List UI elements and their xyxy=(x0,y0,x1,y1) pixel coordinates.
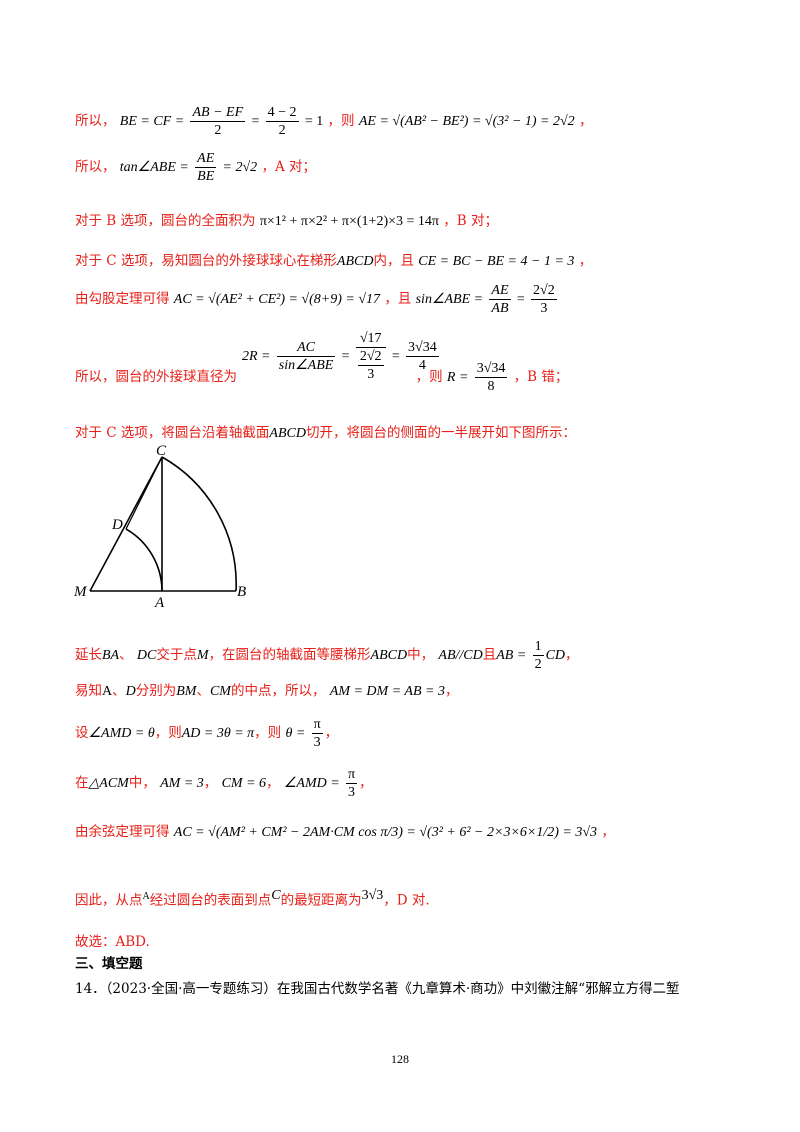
solution-line-10: 易知A、D分别为BM、CM的中点，所以， AM = DM = AB = 3， xyxy=(75,683,459,699)
solution-line-9: 延长BA、 DC交于点M，在圆台的轴截面等腰梯形ABCD中， AB//CD且AB… xyxy=(75,639,579,672)
page-number: 128 xyxy=(391,1052,409,1066)
inner-arc xyxy=(125,528,163,592)
math-expression: AE = √(AB² − BE²) = √(3² − 1) = 2√2 xyxy=(358,114,575,129)
question-14: 14．（2023·全国·高一专题练习）在我国古代数学名著《九章算术·商功》中刘徽… xyxy=(75,981,680,997)
label-b: B xyxy=(237,584,246,600)
solution-line-4: 对于 C 选项，易知圆台的外接球球心在梯形ABCD内，且 CE = BC − B… xyxy=(75,253,593,269)
label-a: A xyxy=(154,595,165,611)
math-expression: AC = √(AM² + CM² − 2AM·CM cos π/3) = √(3… xyxy=(173,825,598,840)
label-c: C xyxy=(156,445,167,459)
label-m: M xyxy=(73,584,88,600)
line-mc xyxy=(89,456,163,592)
label-d: D xyxy=(111,517,123,533)
solution-line-14: 因此，从点A经过圆台的表面到点C的最短距离为3√3，D 对. xyxy=(75,888,430,909)
line-dc xyxy=(125,456,163,530)
section-heading: 三、填空题 xyxy=(75,956,143,972)
solution-line-3: 对于 B 选项，圆台的全面积为 π×1² + π×2² + π×(1+2)×3 … xyxy=(75,213,498,229)
solution-line-13: 由余弦定理可得 AC = √(AM² + CM² − 2AM·CM cos π/… xyxy=(75,824,615,840)
math-expression: BE = CF = xyxy=(119,114,185,129)
solution-line-5: 由勾股定理可得 AC = √(AE² + CE²) = √(8+9) = √17… xyxy=(75,283,557,316)
solution-line-8: 对于 C 选项，将圆台沿着轴截面ABCD切开，将圆台的侧面的一半展开如下图所示： xyxy=(75,425,576,441)
solution-answer: 故选：ABD. xyxy=(75,934,150,950)
outer-arc xyxy=(161,456,237,592)
unfolded-frustum-diagram: C D M A B xyxy=(73,445,246,611)
